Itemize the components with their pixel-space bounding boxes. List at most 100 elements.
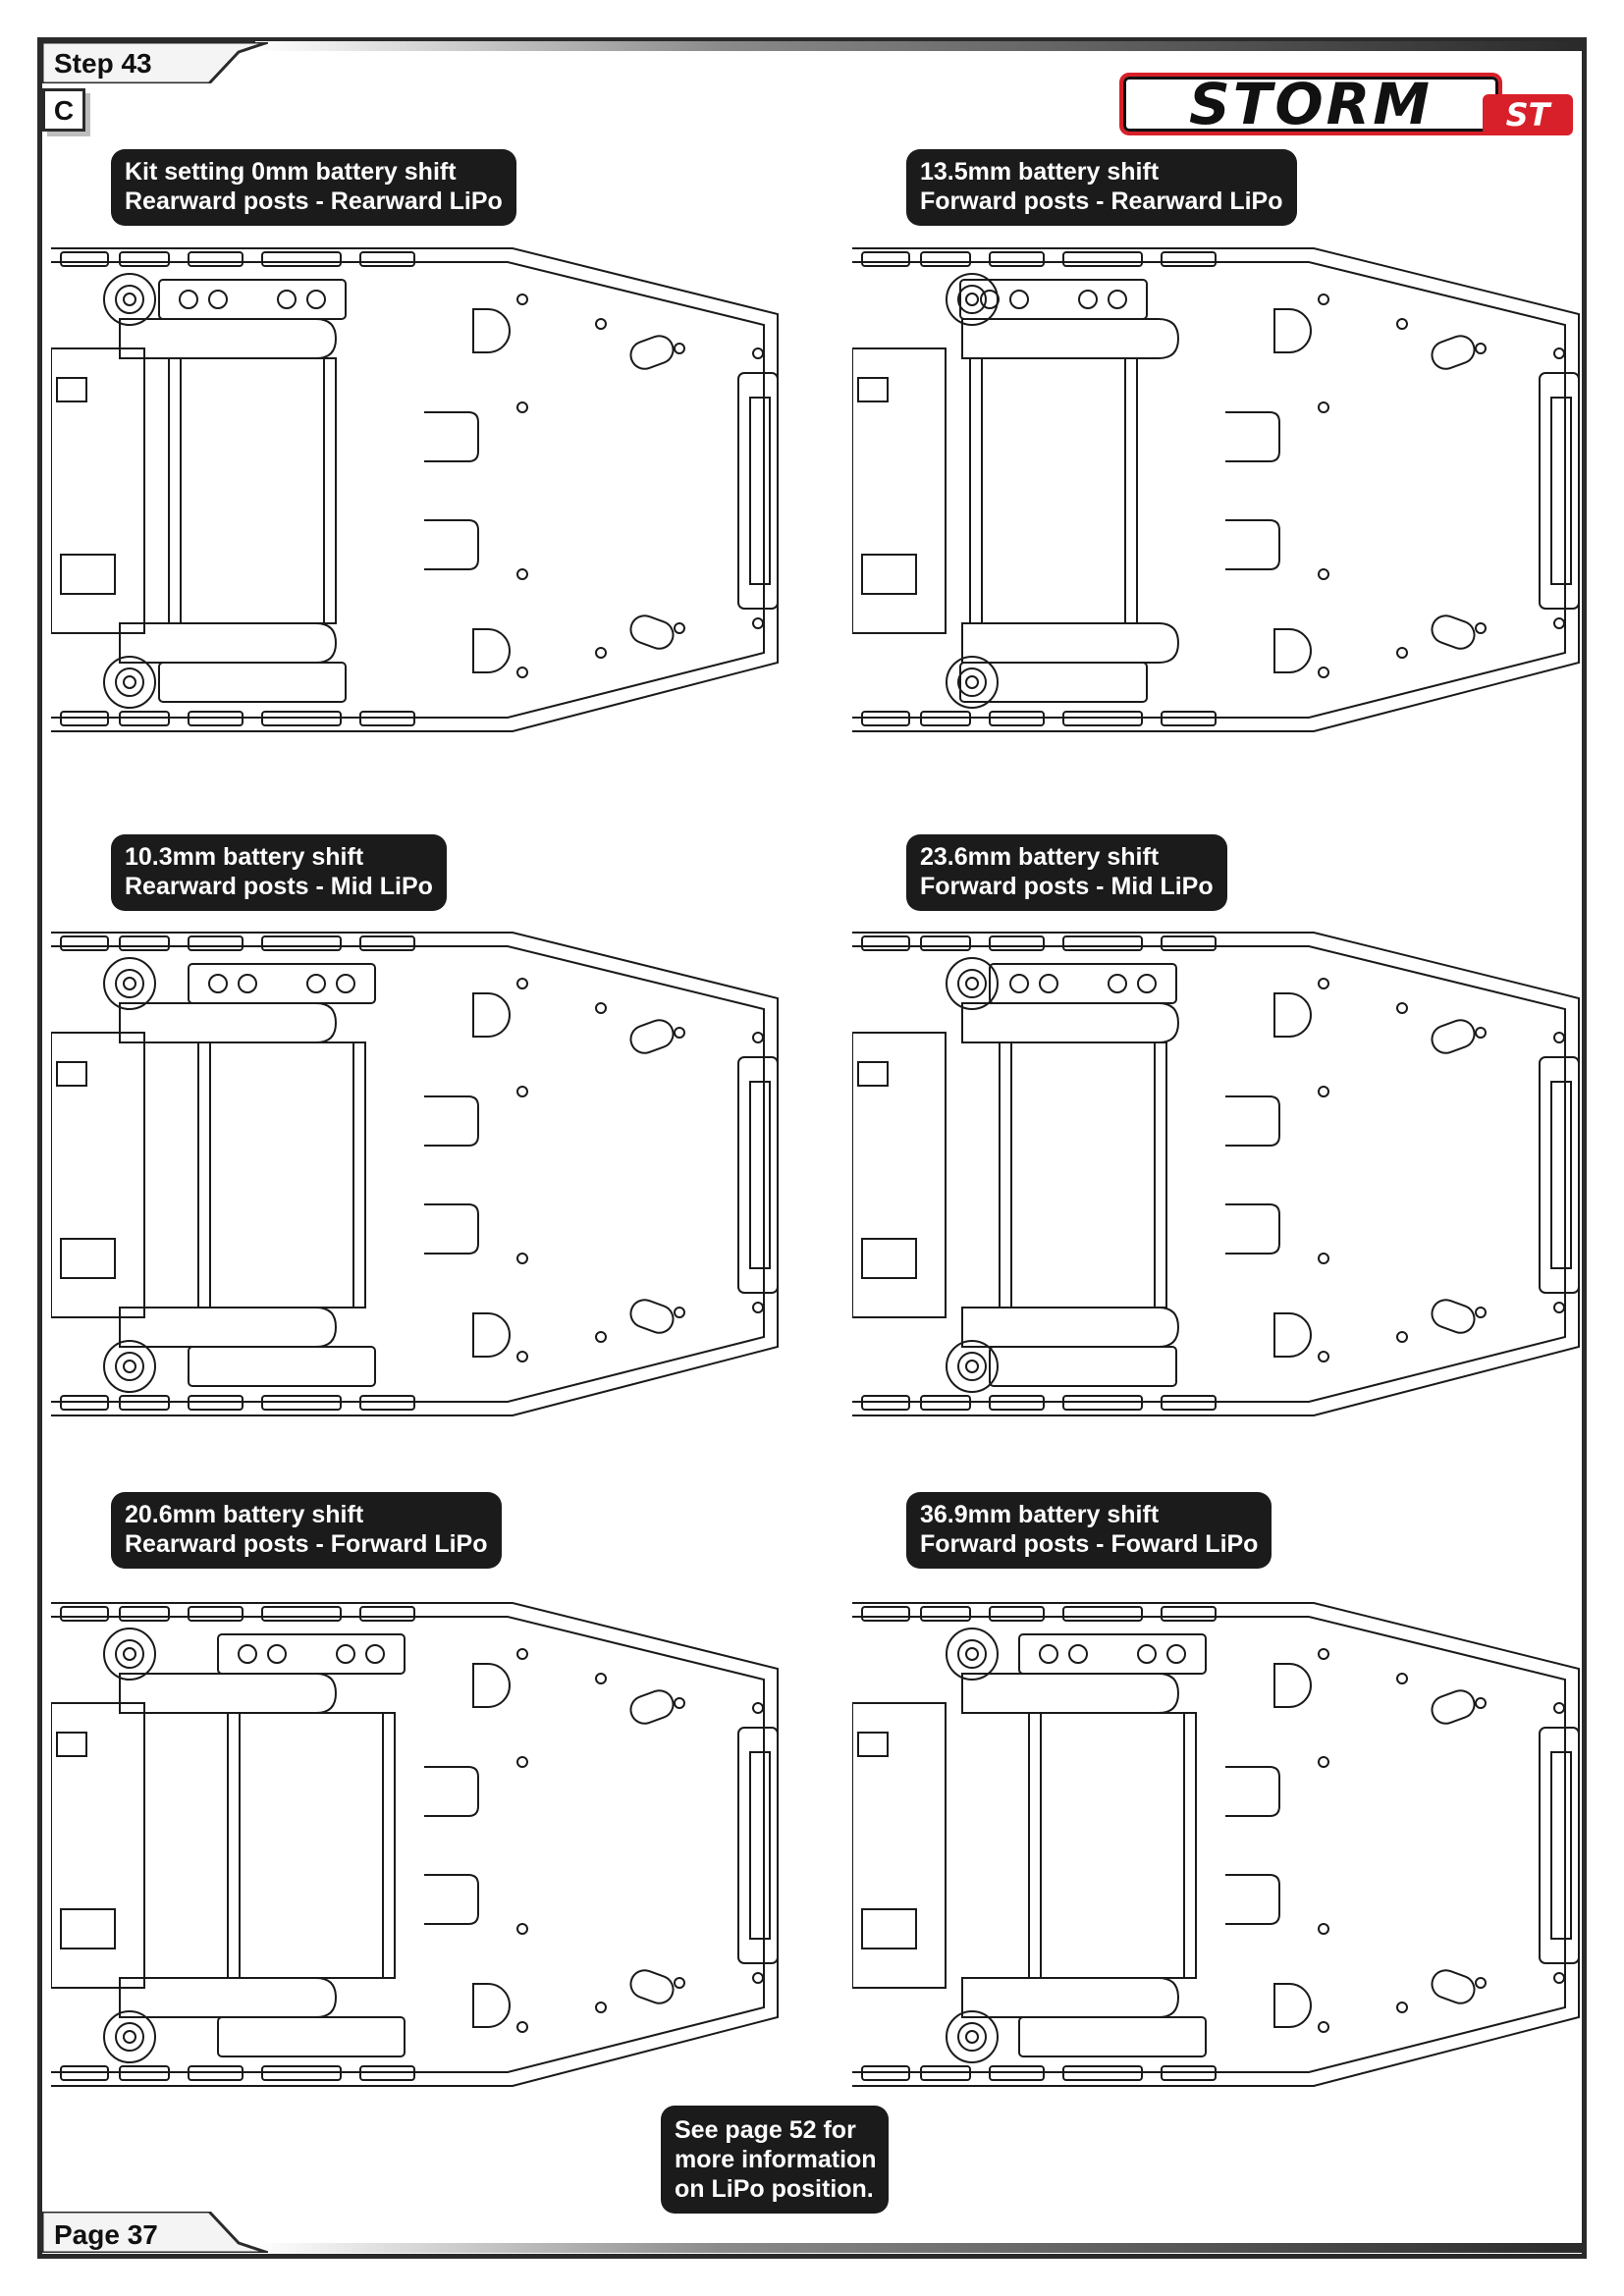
front-bulkhead [737,372,779,610]
battery-post-inner [957,667,987,697]
lipo-terminal-positive [1039,974,1058,993]
rail-slot [261,935,342,951]
battery-arm-bottom [119,1977,338,2018]
plate-hole [516,1351,528,1362]
rail-slot [188,1606,244,1622]
logo-sub-text: ST [1483,94,1573,135]
lipo-terminal [238,1644,257,1664]
plate-hole [1318,1086,1329,1097]
plate-hole [1475,622,1487,634]
plate-hole [1475,343,1487,354]
rail-slot [261,251,342,267]
motor-mount [51,1702,145,1989]
oval-cutout [1431,1019,1476,1054]
rail-slot [359,2065,415,2081]
plate-hole [1475,1977,1487,1989]
plate-hole [1553,1702,1565,1714]
strap-d-ring [472,308,511,353]
side-cutout [424,519,479,570]
logo-main-text: STORM [1119,71,1502,137]
lipo-terminal [208,974,228,993]
rail-slot [60,251,109,267]
rail-slot [920,711,971,726]
gear-block [60,1238,116,1279]
motor-mount [852,347,947,634]
lipo-end-top [217,1633,406,1675]
plate-hole [595,1673,607,1684]
plate-hole [752,347,764,359]
lipo-pack [168,357,337,624]
battery-post-bolt [123,2030,136,2044]
strap-d-ring [472,992,511,1038]
rail-slot [1161,711,1217,726]
battery-post-bolt [123,293,136,306]
chassis-plate-inner-edge [852,261,1566,719]
panel-6-caption: 36.9mm battery shift Forward posts - Fow… [906,1492,1272,1569]
lipo-terminal-positive [238,974,257,993]
page-frame [37,37,1587,2259]
rail-slot [188,711,244,726]
plate-hole [1318,1923,1329,1935]
gear-block [861,1908,917,1949]
motor-mount [51,1032,145,1318]
step-tab: Step 43 [42,42,268,83]
front-bulkhead [1539,372,1580,610]
rail-slot [261,1606,342,1622]
chassis-diagram-6 [852,1595,1598,2096]
plate-hole [1396,2002,1408,2013]
plate-hole [1318,667,1329,678]
plate-hole [516,1253,528,1264]
servo-block [857,1061,889,1087]
strap-d-ring [472,1983,511,2028]
panel-2-subtitle: Forward posts - Rearward LiPo [920,187,1283,215]
chassis-drawing [51,247,779,732]
battery-post-bolt [123,675,136,689]
rail-slot [359,1606,415,1622]
rail-slot [261,711,342,726]
lipo-end-bottom [158,662,347,703]
panel-5-caption: 20.6mm battery shift Rearward posts - Fo… [111,1492,502,1569]
rail-slot [989,251,1045,267]
plate-hole [752,1702,764,1714]
front-bulkhead-inner [1550,1751,1572,1940]
lipo-terminal-negative [1137,1644,1157,1664]
plate-hole [674,1977,685,1989]
side-cutout [424,411,479,462]
rail-slot [60,1395,109,1411]
rail-slot [1161,1606,1217,1622]
rail-slot [119,1606,170,1622]
footer-rule [255,2243,1586,2253]
battery-post [946,656,999,709]
lipo-terminal-positive [267,1644,287,1664]
oval-cutout [629,1689,675,1725]
rail-slot [359,1395,415,1411]
front-bulkhead-inner [1550,1081,1572,1269]
page-number: Page 37 [54,2219,158,2250]
step-tab-shape [42,42,268,83]
plate-hole [674,1307,685,1318]
battery-arm-top [119,318,338,359]
plate-hole [1553,1972,1565,1984]
rail-slot [1161,2065,1217,2081]
side-cutout [424,1095,479,1147]
lipo-terminal [980,290,1000,309]
battery-post [103,273,156,326]
strap-d-ring [1273,628,1312,673]
rail-slot [1161,251,1217,267]
plate-hole [752,1972,764,1984]
plate-hole [674,1027,685,1039]
battery-post-bolt [965,1360,979,1373]
panel-4-title: 23.6mm battery shift [920,843,1160,871]
oval-cutout [629,1299,675,1334]
rail-slot [1062,2065,1143,2081]
battery-arm-top [961,1002,1180,1043]
chassis-diagram-5 [51,1595,797,2096]
lipo-terminal [1039,1644,1058,1664]
battery-post-inner [957,285,987,314]
lipo-terminal-negative [306,974,326,993]
rail-slot [861,711,910,726]
front-bulkhead-inner [1550,397,1572,585]
page-tab-shape [42,2212,268,2253]
lipo-end-top [158,279,347,320]
servo-block [56,1061,87,1087]
